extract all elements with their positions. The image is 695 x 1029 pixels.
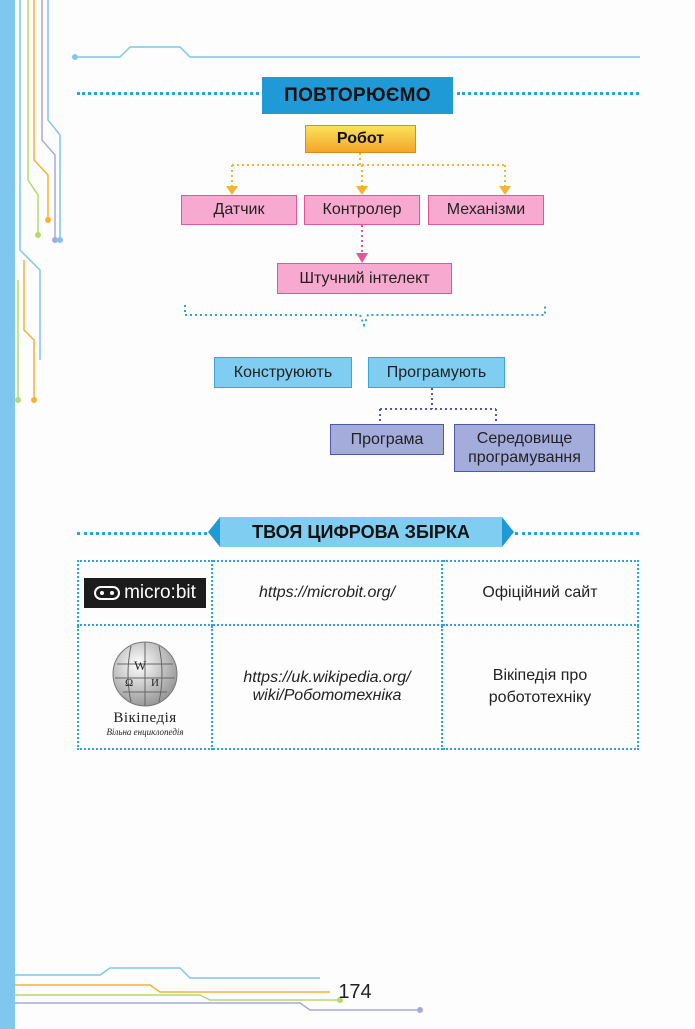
page-sidebar-stripe xyxy=(0,0,15,1029)
svg-text:Ω: Ω xyxy=(125,677,133,689)
page-number: 174 xyxy=(338,981,372,1003)
microbit-logo: micro:bit xyxy=(84,578,206,608)
wikipedia-logo: W Ω И Вікіпедія Вільна енциклопедія xyxy=(79,638,211,737)
logo-cell: micro:bit xyxy=(77,560,213,626)
microbit-description: Офіційний сайт xyxy=(482,584,598,601)
svg-text:W: W xyxy=(134,658,147,673)
mechanisms-box: Механізми xyxy=(428,195,544,225)
banner-left-arrow xyxy=(208,517,220,547)
microbit-logo-text: micro:bit xyxy=(124,582,196,603)
wikipedia-wordmark: Вікіпедія xyxy=(113,709,177,726)
microbit-icon xyxy=(94,586,121,600)
svg-text:И: И xyxy=(151,677,159,689)
program-box: Програма xyxy=(330,424,444,455)
resources-table: micro:bit https://microbit.org/ Офіційни… xyxy=(77,560,639,750)
banner-right-arrow xyxy=(502,517,514,547)
ai-box: Штучний інтелект xyxy=(277,263,452,294)
collection-rule-right xyxy=(515,532,639,535)
description-cell: Офіційний сайт xyxy=(441,560,639,626)
table-row: micro:bit https://microbit.org/ Офіційни… xyxy=(77,560,639,626)
review-heading: ПОВТОРЮЄМО xyxy=(262,77,453,114)
controller-box: Контролер xyxy=(304,195,420,225)
collection-heading: ТВОЯ ЦИФРОВА ЗБІРКА xyxy=(220,517,502,547)
wikipedia-tagline: Вільна енциклопедія xyxy=(106,726,184,737)
url-cell[interactable]: https://microbit.org/ xyxy=(211,560,443,626)
description-cell: Вікіпедія про робототехніку xyxy=(441,624,639,750)
wikipedia-description: Вікіпедія про робототехніку xyxy=(488,666,592,706)
wikipedia-link-line1[interactable]: https://uk.wikipedia.org/ xyxy=(243,669,411,686)
program-action-box: Програмують xyxy=(368,357,505,388)
robot-box: Робот xyxy=(305,125,416,153)
construct-box: Конструюють xyxy=(214,357,352,388)
table-row: W Ω И Вікіпедія Вільна енциклопедія http… xyxy=(77,624,639,750)
sensor-box: Датчик xyxy=(181,195,297,225)
wikipedia-globe-icon: W Ω И xyxy=(112,641,178,706)
collection-rule-left xyxy=(77,532,207,535)
dotted-rule-right xyxy=(457,92,639,95)
url-cell[interactable]: https://uk.wikipedia.org/ wiki/Робототех… xyxy=(211,624,443,750)
dotted-rule-left xyxy=(77,92,259,95)
logo-cell: W Ω И Вікіпедія Вільна енциклопедія xyxy=(77,624,213,750)
microbit-link[interactable]: https://microbit.org/ xyxy=(258,584,396,601)
wikipedia-link-line2[interactable]: wiki/Робототехніка xyxy=(252,687,402,704)
programming-environment-box: Середовище програмування xyxy=(454,424,595,472)
